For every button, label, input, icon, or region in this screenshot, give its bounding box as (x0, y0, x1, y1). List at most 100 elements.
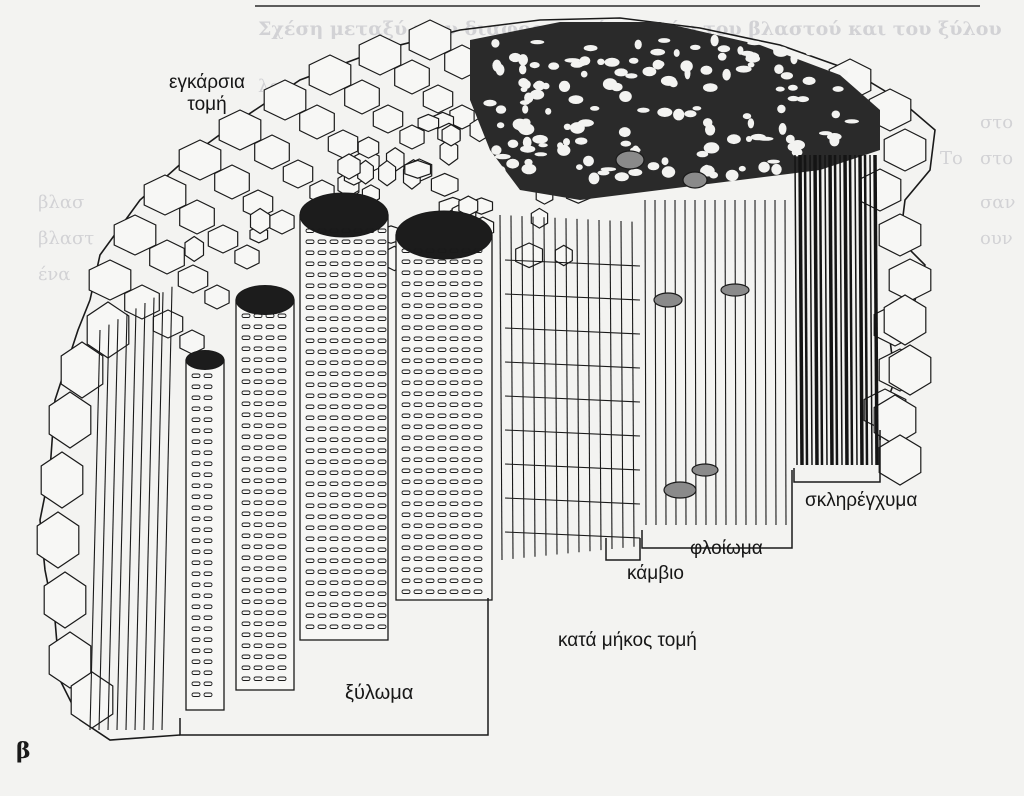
bordered-pit (191, 461, 201, 466)
lumen-hole (832, 86, 844, 92)
sieve-plate (682, 171, 708, 189)
bordered-pit (341, 415, 351, 420)
bordered-pit (449, 270, 459, 275)
bordered-pit (277, 401, 287, 406)
bordered-pit (241, 324, 251, 329)
bleed-right-2: στο (980, 148, 1014, 169)
bordered-pit (265, 390, 275, 395)
bordered-pit (377, 558, 387, 563)
bordered-pit (365, 415, 375, 420)
bordered-pit (329, 283, 339, 288)
bordered-pit (401, 556, 411, 561)
bordered-pit (473, 545, 483, 550)
bordered-pit (425, 325, 435, 330)
bordered-pit (191, 450, 201, 455)
bordered-pit (191, 560, 201, 565)
fiber-line (125, 308, 137, 731)
cortex-cell (439, 138, 459, 166)
cortex-cell (60, 341, 104, 399)
sclerenchyma-bracket (793, 430, 881, 483)
bordered-pit (425, 501, 435, 506)
cortex-cell (234, 244, 260, 270)
bordered-pit (401, 479, 411, 484)
lumen-hole (534, 152, 548, 157)
panel-letter: β (16, 738, 31, 764)
bordered-pit (401, 270, 411, 275)
bordered-pit (437, 578, 447, 583)
bordered-pit (329, 492, 339, 497)
bordered-pit (203, 670, 213, 675)
bordered-pit (317, 415, 327, 420)
bordered-pit (191, 439, 201, 444)
cell-strip (521, 216, 525, 558)
lumen-hole (796, 96, 810, 103)
bordered-pit (203, 582, 213, 587)
bordered-pit (305, 360, 315, 365)
cortex-cell (152, 309, 184, 339)
bordered-pit (191, 626, 201, 631)
bordered-pit (377, 426, 387, 431)
bordered-pit (353, 591, 363, 596)
bordered-pit (377, 514, 387, 519)
bordered-pit (317, 624, 327, 629)
bordered-pit (341, 327, 351, 332)
bordered-pit (305, 272, 315, 277)
bordered-pit (241, 445, 251, 450)
bordered-pit (437, 468, 447, 473)
bordered-pit (473, 292, 483, 297)
bordered-pit (277, 588, 287, 593)
bordered-pit (317, 470, 327, 475)
bordered-pit (329, 569, 339, 574)
bordered-pit (191, 582, 201, 587)
bordered-pit (473, 578, 483, 583)
lumen-hole (509, 52, 522, 63)
bordered-pit (401, 512, 411, 517)
bordered-pit (317, 250, 327, 255)
bordered-pit (377, 437, 387, 442)
bordered-pit (317, 569, 327, 574)
bordered-pit (365, 261, 375, 266)
bordered-pit (305, 250, 315, 255)
bordered-pit (265, 544, 275, 549)
bordered-pit (353, 349, 363, 354)
bordered-pit (413, 468, 423, 473)
bordered-pit (437, 512, 447, 517)
bordered-pit (191, 593, 201, 598)
bordered-pit (305, 492, 315, 497)
bordered-pit (353, 525, 363, 530)
bordered-pit (437, 523, 447, 528)
bordered-pit (365, 624, 375, 629)
bordered-pit (241, 313, 251, 318)
bordered-pit (461, 589, 471, 594)
lumen-hole (722, 68, 731, 81)
bordered-pit (265, 423, 275, 428)
bordered-pit (317, 272, 327, 277)
bordered-pit (253, 577, 263, 582)
cortex-cell (378, 159, 397, 187)
bordered-pit (253, 511, 263, 516)
lumen-hole (583, 155, 594, 167)
bordered-pit (341, 459, 351, 464)
bordered-pit (317, 602, 327, 607)
bordered-pit (341, 624, 351, 629)
bordered-pit (241, 676, 251, 681)
epidermis-cell (178, 139, 222, 181)
bordered-pit (203, 406, 213, 411)
lumen-hole (747, 40, 762, 46)
bordered-pit (377, 239, 387, 244)
bordered-pit (461, 413, 471, 418)
bordered-pit (449, 369, 459, 374)
bordered-pit (329, 404, 339, 409)
bordered-pit (473, 512, 483, 517)
bordered-pit (353, 283, 363, 288)
bordered-pit (437, 556, 447, 561)
bordered-pit (191, 615, 201, 620)
lumen-hole (829, 135, 840, 147)
lumen-hole (725, 169, 739, 182)
bordered-pit (473, 281, 483, 286)
bordered-pit (401, 567, 411, 572)
bordered-pit (253, 588, 263, 593)
bordered-pit (425, 347, 435, 352)
bordered-pit (473, 336, 483, 341)
vessel-body (185, 359, 225, 711)
